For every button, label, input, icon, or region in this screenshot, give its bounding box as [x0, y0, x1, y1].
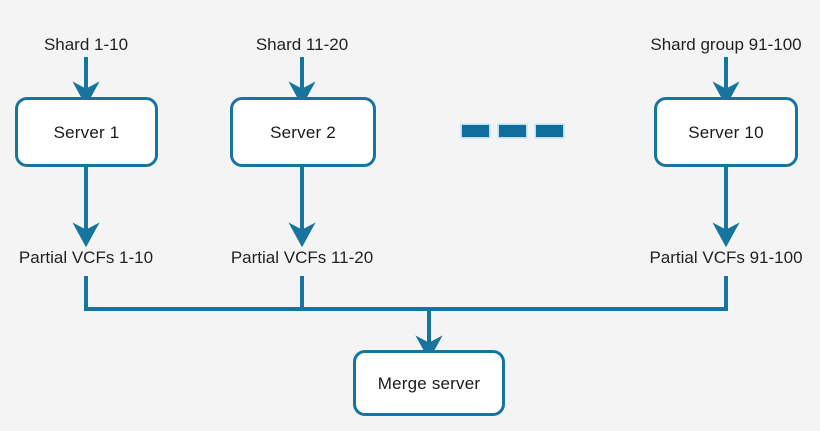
node-server-2[interactable]: Server 2: [230, 97, 376, 167]
caption-shard-group-91-100: Shard group 91-100: [650, 35, 802, 54]
node-server-2-label: Server 2: [270, 122, 336, 142]
caption-partial-vcfs-1-10: Partial VCFs 1-10: [18, 248, 154, 267]
node-merge-server[interactable]: Merge server: [353, 350, 505, 416]
caption-shard-11-20: Shard 11-20: [255, 35, 349, 54]
node-server-10[interactable]: Server 10: [654, 97, 798, 167]
dash-segment-2: [499, 125, 526, 137]
omission-marker-dashes: [462, 125, 563, 137]
dash-segment-1: [462, 125, 489, 137]
node-server-10-label: Server 10: [688, 122, 764, 142]
collector-bus-line: [84, 276, 728, 311]
caption-partial-vcfs-91-100: Partial VCFs 91-100: [649, 248, 803, 267]
node-server-1-label: Server 1: [53, 122, 120, 142]
node-server-1[interactable]: Server 1: [15, 97, 158, 167]
dash-segment-3: [536, 125, 563, 137]
node-merge-server-label: Merge server: [377, 373, 481, 393]
caption-shard-1-10: Shard 1-10: [43, 35, 129, 54]
caption-partial-vcfs-11-20: Partial VCFs 11-20: [230, 248, 374, 267]
